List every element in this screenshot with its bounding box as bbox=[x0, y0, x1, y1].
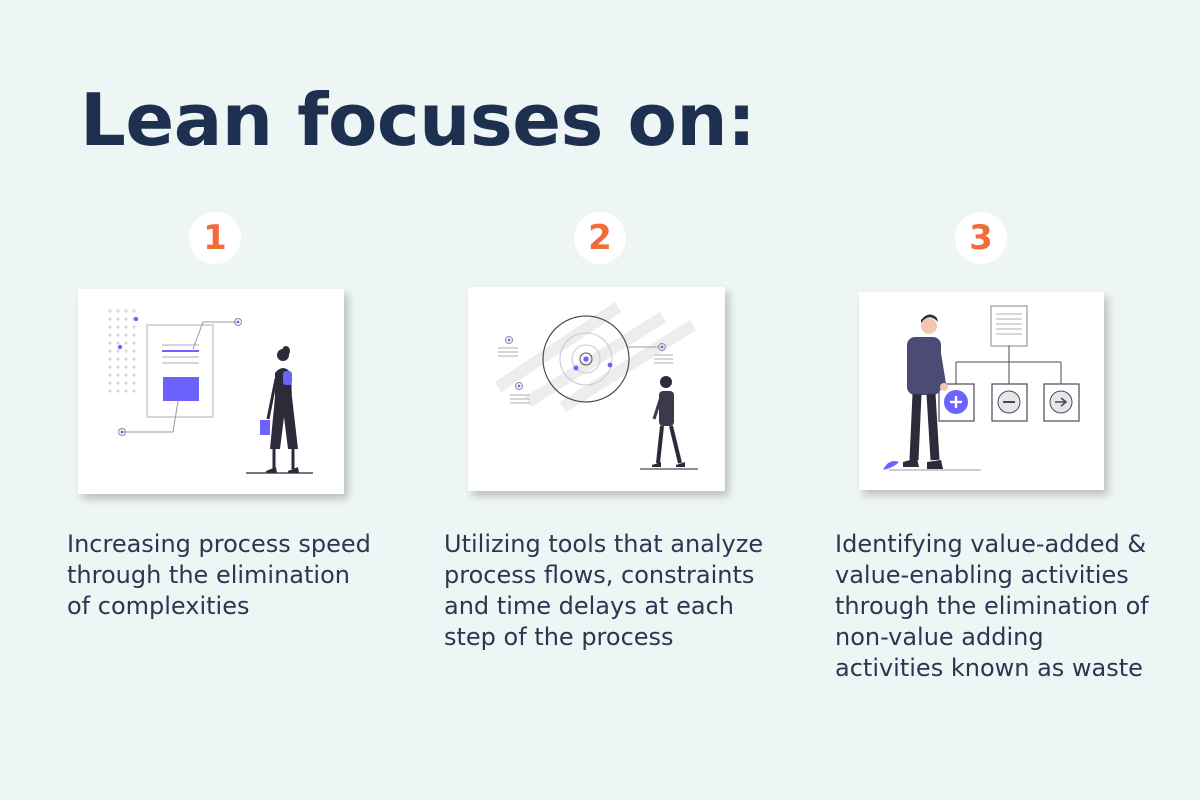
man-with-flowchart-icon bbox=[883, 305, 1080, 471]
step-number-badge-3: 3 bbox=[955, 212, 1007, 264]
illustration-card-3 bbox=[859, 292, 1104, 490]
woman-with-document-icon bbox=[108, 309, 313, 474]
item-description-1: Increasing process speed through the eli… bbox=[67, 530, 371, 620]
step-number-badge-1: 1 bbox=[189, 212, 241, 264]
item-description-2: Utilizing tools that analyze process flo… bbox=[444, 530, 764, 651]
page-title: Lean focuses on: bbox=[80, 78, 756, 162]
item-description-3: Identifying value-added & value-enabling… bbox=[835, 530, 1149, 682]
step-number-badge-2: 2 bbox=[574, 212, 626, 264]
illustration-card-2 bbox=[468, 287, 725, 491]
man-with-target-icon bbox=[494, 302, 698, 470]
illustration-card-1 bbox=[78, 289, 344, 494]
